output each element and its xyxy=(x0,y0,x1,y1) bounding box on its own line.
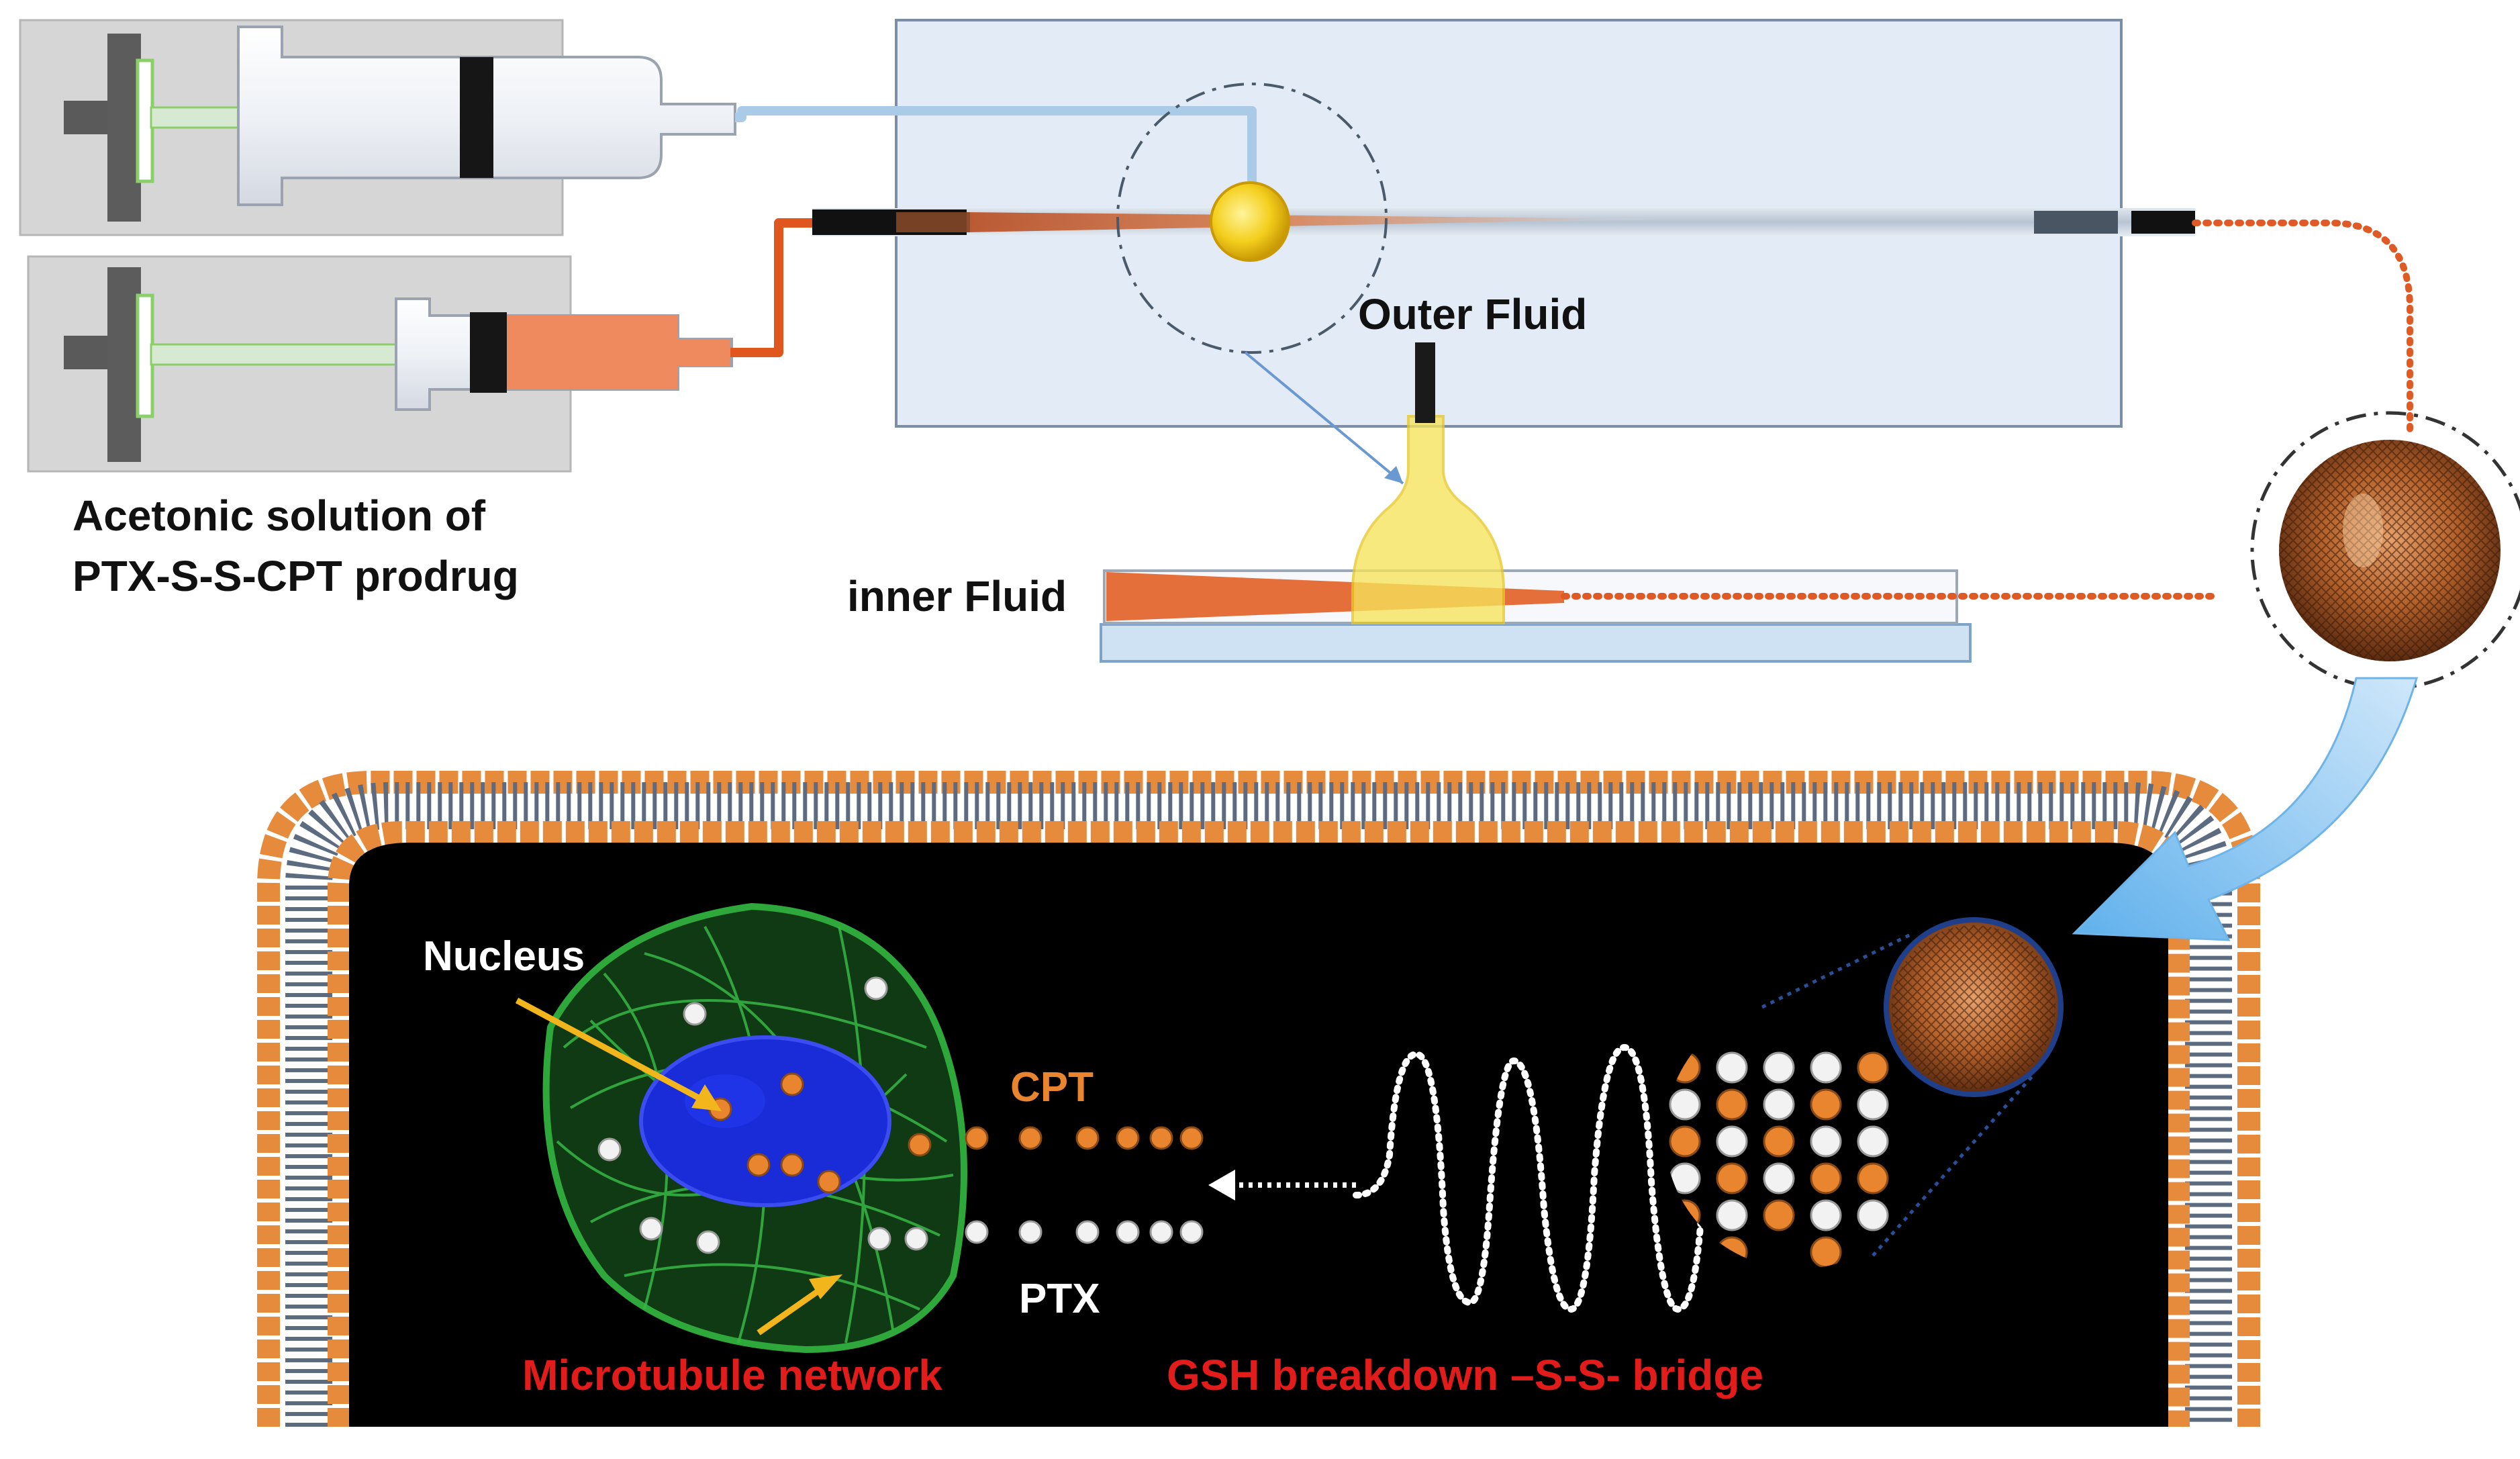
cpt-release-row xyxy=(965,1126,1204,1150)
nanoparticle-in-cell xyxy=(1884,917,2064,1097)
nucleus-pointer-arrow xyxy=(515,998,722,1111)
syringe-caption-line1: Acetonic solution of xyxy=(72,491,486,540)
outlet-dotted-line xyxy=(2192,220,2413,433)
nucleus-label: Nucleus xyxy=(423,933,585,980)
syringe-caption: Acetonic solution of PTX-S-S-CPT prodrug xyxy=(72,491,519,600)
cpt-label: CPT xyxy=(1010,1064,1094,1111)
nucleus xyxy=(639,1035,891,1207)
junction-focus-circle xyxy=(1116,83,1388,354)
uptake-arrow xyxy=(2072,677,2419,941)
flow-focusing-zoom xyxy=(1100,342,2219,663)
microtubule-network-label: Microtubule network xyxy=(522,1351,942,1399)
nanoparticle-zoom xyxy=(2250,411,2520,690)
outer-fluid-line xyxy=(735,106,1257,205)
syringe-pump-top xyxy=(19,19,736,236)
cpt-particles-in-cell xyxy=(708,1072,932,1194)
microtubule-pointer-arrow xyxy=(757,1274,842,1335)
ptx-release-row xyxy=(965,1220,1204,1244)
ptx-particles-in-cell xyxy=(597,976,928,1254)
droplet-icon xyxy=(1210,181,1290,262)
capillary-assembly xyxy=(812,208,2195,236)
syringe-pump-bottom xyxy=(27,255,733,473)
gsh-breakdown-label: GSH breakdown –S-S- bridge xyxy=(1167,1351,1763,1399)
inner-fluid-label: inner Fluid xyxy=(847,572,1067,620)
particle-lattice-zoom xyxy=(1665,931,2035,1269)
inner-fluid-line xyxy=(730,218,816,357)
signal-wave-icon xyxy=(1353,1043,1735,1313)
outer-fluid-label: Outer Fluid xyxy=(1358,290,1587,338)
ptx-label: PTX xyxy=(1019,1276,1100,1322)
zoom-connector-line xyxy=(1244,351,1404,485)
syringe-caption-line2: PTX-S-S-CPT prodrug xyxy=(72,552,519,600)
microtubule-network xyxy=(542,902,967,1354)
